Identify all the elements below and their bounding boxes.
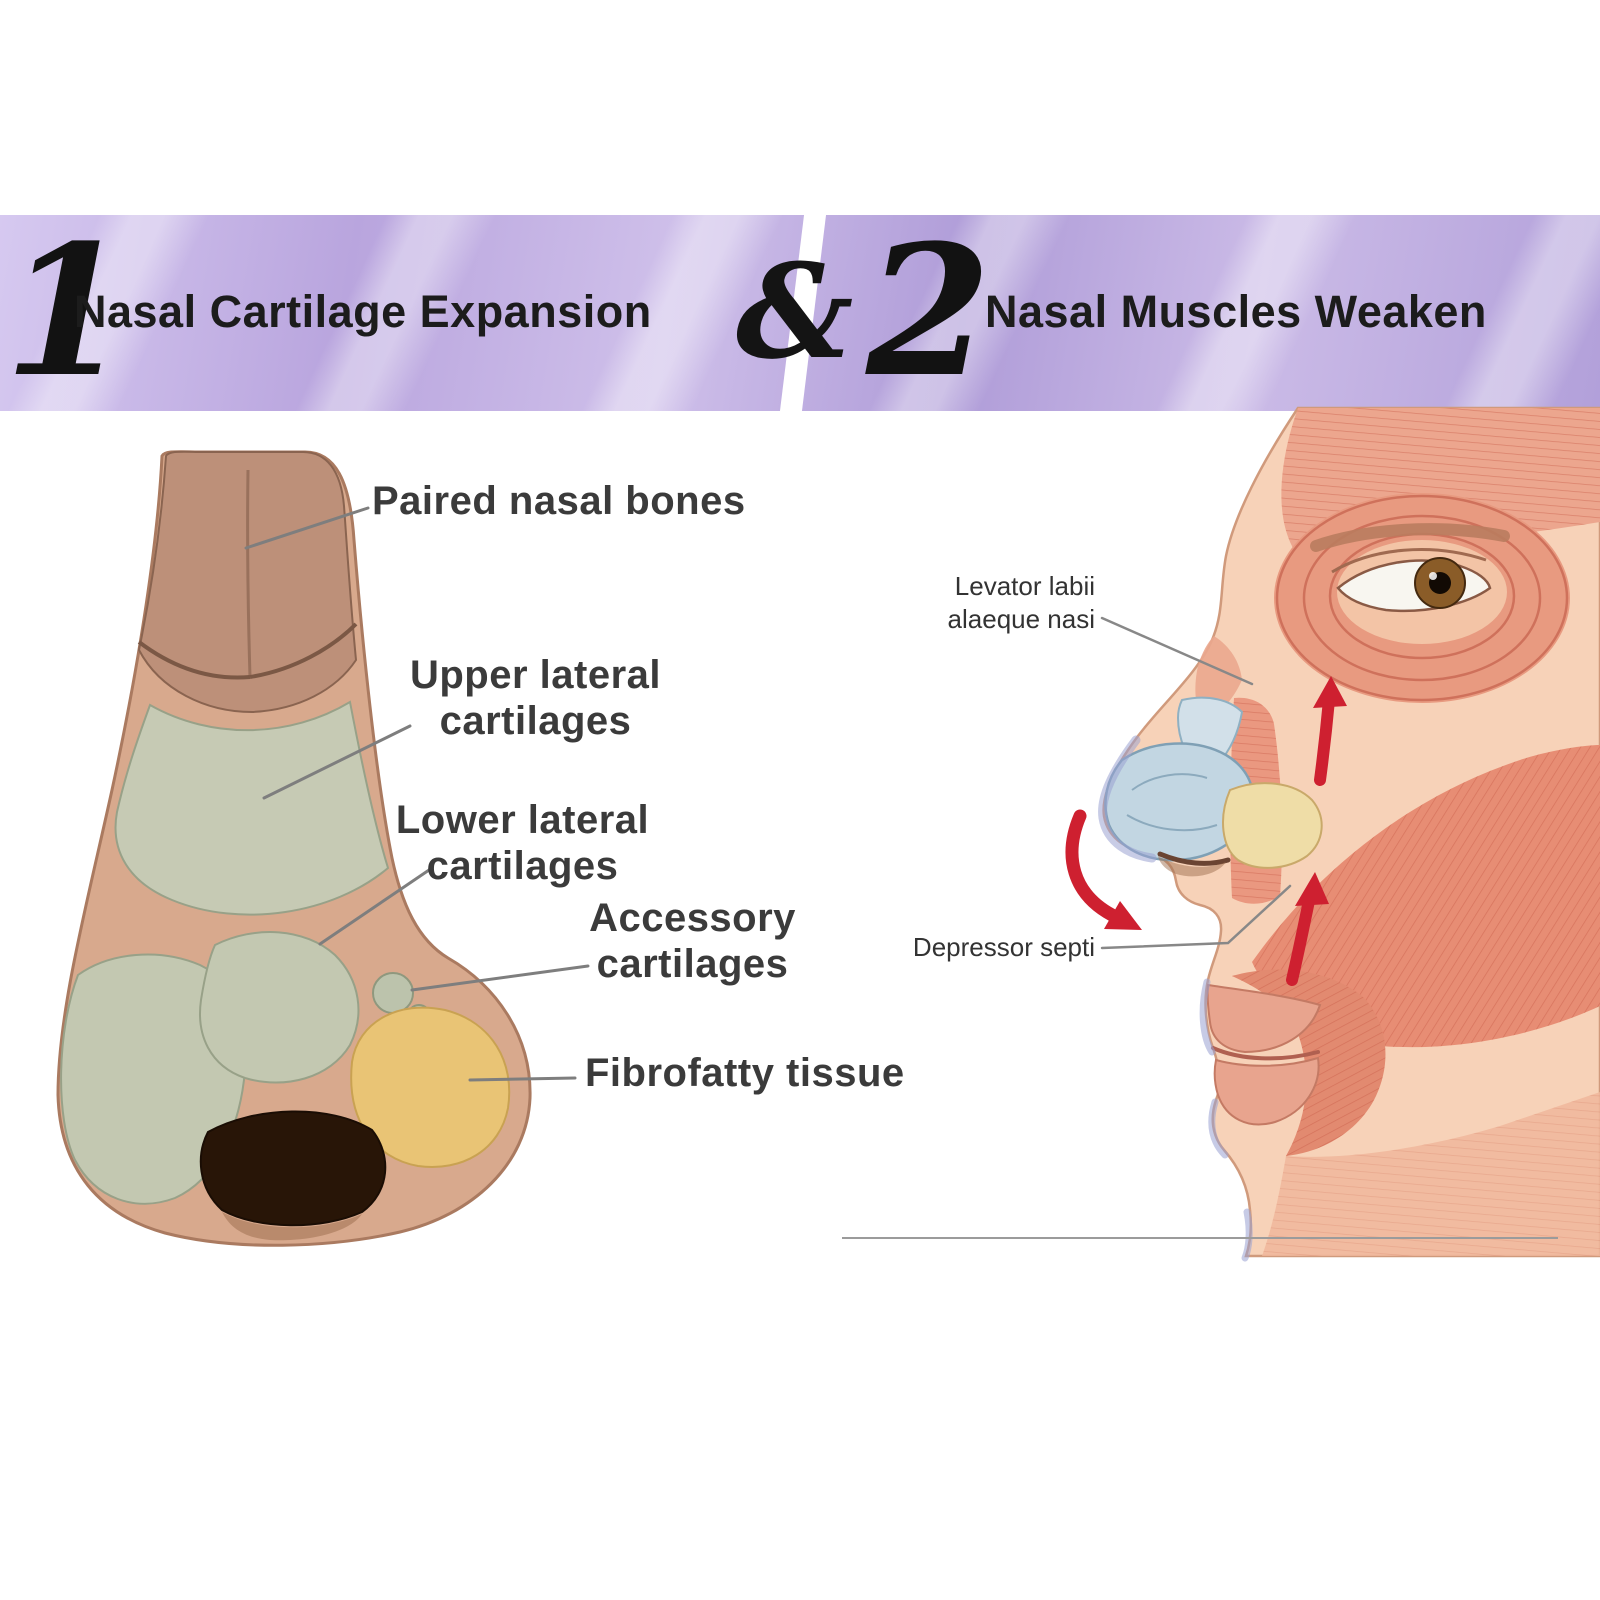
nose-cartilage-detail-lines [1126,773,1218,832]
cheek-fan-muscle [1252,745,1600,1048]
label-accessory-line1: Accessory [589,896,796,940]
label-fibrofatty-tissue: Fibrofatty tissue [585,1050,905,1096]
lower-lateral-cartilage-left [60,953,247,1205]
step2-title: Nasal Muscles Weaken [985,286,1487,337]
leader-accessory [410,964,590,992]
eye-sclera [1336,559,1492,613]
label-levator-line1: Levator labii [954,571,1095,601]
pupil [1429,572,1451,594]
nasal-bone-region [137,450,358,714]
step1-title: Nasal Cartilage Expansion [74,286,652,337]
fibrofatty-tissue-region [350,1006,511,1168]
leader-levator [1100,616,1254,686]
label-paired-nasal-bones-text: Paired nasal bones [372,479,746,523]
leader-paired-nasal-bones [244,506,370,550]
nasalis-muscle [1195,636,1242,722]
leader-depressor [1100,884,1292,950]
label-levator-line2: alaeque nasi [947,604,1095,634]
nostril-rim-shade [222,1212,362,1241]
nasal-bone-seams [137,469,358,680]
label-lower-lateral-line2: cartilages [426,844,619,888]
header-banner: 1 Nasal Cartilage Expansion & 2 Nasal Mu… [0,215,1600,411]
label-depressor-septi: Depressor septi [860,931,1095,964]
label-upper-lateral-cartilages: Upper lateral cartilages [408,652,663,744]
face-muscle-diagram [842,406,1600,1262]
upper-eyelid-line [1331,548,1487,574]
lower-lip [1213,1056,1320,1126]
label-levator-labii: Levator labii alaeque nasi [860,570,1095,636]
label-upper-lateral-line1: Upper lateral [409,653,662,697]
label-accessory-line2: cartilages [596,942,789,986]
lower-lateral-cartilage-mid [199,931,360,1084]
accessory-cartilage-small [407,1004,431,1028]
mouth-line [1211,1046,1320,1061]
eye [1310,523,1510,613]
nose-fibrofatty-pad [1222,782,1323,869]
eyebrow [1310,523,1510,552]
label-depressor-text: Depressor septi [912,932,1095,962]
nostril-line [1157,851,1231,866]
orbicularis-oculi-muscle [1274,493,1570,703]
left-leader-lines [244,506,590,1082]
nose-upper-lateral-cartilage [1176,696,1244,778]
up-arrow-nose-icon [1313,676,1347,786]
nostril-opening [199,1110,387,1227]
curved-arrow-icon [1065,809,1142,930]
forehead-muscle [1281,408,1600,556]
label-fibrofatty-text: Fibrofatty tissue [585,1051,905,1095]
accessory-cartilage-large [372,972,414,1014]
label-upper-lateral-line2: cartilages [439,699,632,743]
face-skin [1102,406,1600,1258]
label-lower-lateral-line1: Lower lateral [395,798,650,842]
step1-number: 1 [4,206,130,417]
header-ampersand: & [736,235,854,388]
upper-lip [1206,983,1322,1054]
jaw-muscle [1262,1092,1600,1256]
label-lower-lateral-cartilages: Lower lateral cartilages [395,797,650,889]
levator-labii-muscle [1230,697,1282,904]
label-accessory-cartilages: Accessory cartilages [565,895,820,987]
iris [1414,557,1466,609]
leader-fibrofatty [468,1076,577,1082]
nostril-shadow [1158,856,1226,877]
nose-tip-cartilage [1104,742,1255,862]
leader-upper-lateral [262,724,412,800]
up-arrow-lip-icon [1286,872,1329,986]
upper-lateral-cartilage [114,700,390,916]
right-leader-lines [1100,616,1292,950]
step2-number: 2 [866,206,992,417]
label-paired-nasal-bones: Paired nasal bones [372,478,746,524]
profile-shadow-lines [1098,735,1253,1262]
eye-highlight [1429,572,1437,580]
orbicularis-oris-muscle [1232,969,1386,1156]
